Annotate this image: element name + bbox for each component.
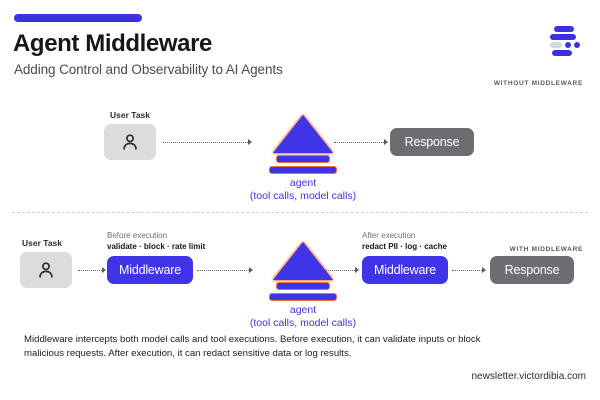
pyramid-apex-top: [273, 115, 333, 153]
user-task-box-bottom: [20, 252, 72, 288]
logo-bar-1: [554, 26, 574, 32]
logo-dot-1: [565, 42, 571, 48]
agent-sub-top: (tool calls, model calls): [249, 190, 357, 202]
logo-dot-2: [574, 42, 580, 48]
section-tag-without-middleware: WITHOUT MIDDLEWARE: [493, 80, 583, 87]
user-person-icon: [39, 262, 53, 278]
arrow-usertask-to-agent-top: [248, 139, 252, 145]
user-task-box-top: [104, 124, 156, 160]
section-tag-with-middleware: WITH MIDDLEWARE: [509, 246, 583, 253]
connector-agent-to-middleware-after: [325, 270, 355, 271]
response-box-bottom: Response: [490, 256, 574, 284]
agent-pyramid-bottom: [266, 242, 340, 302]
connector-middleware-to-response: [452, 270, 482, 271]
caption-text: Middleware intercepts both model calls a…: [24, 334, 481, 359]
middleware-box-after[interactable]: Middleware: [362, 256, 448, 284]
user-person-icon: [123, 134, 137, 150]
middleware-box-before[interactable]: Middleware: [107, 256, 193, 284]
connector-agent-to-response-top: [334, 142, 384, 143]
arrow-middleware-to-response: [482, 267, 486, 273]
page-title: Agent Middleware: [13, 30, 212, 57]
logo-bar-3: [550, 42, 562, 48]
stacked-bars-logo-icon: [548, 26, 582, 58]
connector-usertask-to-agent-top: [163, 142, 248, 143]
pyramid-slab-base-top: [269, 166, 337, 174]
accent-bar: [14, 14, 142, 22]
before-execution-detail: validate · block · rate limit: [107, 242, 206, 251]
pyramid-slab-mid-bottom: [276, 282, 330, 290]
pyramid-slab-base-bottom: [269, 293, 337, 301]
logo-bar-2: [550, 34, 576, 40]
logo-bar-4: [552, 50, 572, 56]
after-execution-title: After execution: [362, 231, 416, 240]
user-task-label-top: User Task: [110, 110, 151, 120]
arrow-agent-to-middleware-after: [355, 267, 359, 273]
agent-name-bottom: agent: [289, 304, 317, 316]
connector-middleware-to-agent: [197, 270, 249, 271]
before-execution-note: Before execution validate · block · rate…: [107, 230, 205, 252]
user-task-label-bottom: User Task: [22, 238, 63, 248]
agent-sub-bottom: (tool calls, model calls): [249, 317, 357, 329]
after-execution-detail: redact PII · log · cache: [362, 242, 447, 251]
newsletter-url[interactable]: newsletter.victordibia.com: [471, 371, 587, 382]
page-subtitle: Adding Control and Observability to AI A…: [14, 62, 283, 77]
after-execution-note: After execution redact PII · log · cache: [362, 230, 447, 252]
section-divider: [12, 212, 588, 213]
agent-pyramid-top: [266, 115, 340, 175]
arrow-usertask-to-middleware: [102, 267, 106, 273]
response-box-top: Response: [390, 128, 474, 156]
arrow-agent-to-response-top: [384, 139, 388, 145]
connector-usertask-to-middleware: [78, 270, 102, 271]
before-execution-title: Before execution: [107, 231, 168, 240]
arrow-middleware-to-agent: [249, 267, 253, 273]
pyramid-slab-mid-top: [276, 155, 330, 163]
agent-name-top: agent: [289, 177, 317, 189]
pyramid-apex-bottom: [273, 242, 333, 280]
